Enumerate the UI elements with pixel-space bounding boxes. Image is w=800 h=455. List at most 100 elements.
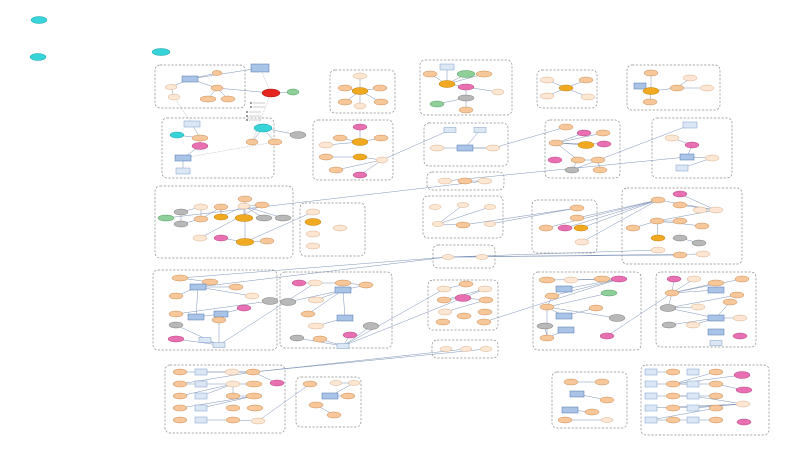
node-158 <box>307 296 325 304</box>
node-box-209 <box>709 340 723 346</box>
node-226 <box>172 404 188 412</box>
node-180 <box>593 275 611 283</box>
node-183 <box>544 292 560 300</box>
node-25 <box>457 94 475 102</box>
node-87 <box>173 220 189 228</box>
node-140 <box>228 283 244 291</box>
node-178 <box>538 276 556 284</box>
group-frame-6 <box>161 117 275 179</box>
node-104 <box>332 224 348 232</box>
node-197 <box>664 289 680 297</box>
node-102 <box>305 208 321 216</box>
edge-91 <box>462 207 578 226</box>
node-box-161 <box>336 314 354 322</box>
edge-112 <box>179 256 449 279</box>
node-175 <box>477 308 493 316</box>
node-168 <box>458 280 474 288</box>
node-24 <box>491 88 505 96</box>
node-134 <box>441 254 455 260</box>
node-box-60 <box>443 127 457 133</box>
edge-95 <box>564 199 659 229</box>
node-137 <box>201 278 219 286</box>
node-10 <box>286 88 300 96</box>
node-box-219 <box>194 380 208 388</box>
node-215 <box>224 368 240 376</box>
node-box-139 <box>189 283 207 291</box>
node-211 <box>459 346 473 352</box>
node-101 <box>237 195 253 203</box>
node-195 <box>707 279 725 287</box>
edge-147 <box>483 278 620 323</box>
node-119 <box>650 196 666 204</box>
node-46 <box>253 123 273 133</box>
node-106 <box>305 242 321 250</box>
node-131 <box>650 246 666 254</box>
node-248 <box>600 417 614 423</box>
node-109 <box>483 204 497 210</box>
edge-165 <box>671 278 743 294</box>
node-12 <box>337 84 353 92</box>
node-6 <box>220 95 236 103</box>
node-160 <box>307 322 325 330</box>
node-box-151 <box>212 342 226 348</box>
dashed-edge-5 <box>173 96 193 125</box>
node-69 <box>577 141 595 149</box>
node-230 <box>172 416 188 424</box>
node-174 <box>456 312 472 320</box>
node-179 <box>563 276 579 284</box>
edge-93 <box>576 199 659 219</box>
edge-83 <box>199 204 263 239</box>
node-188 <box>608 314 626 322</box>
node-box-156 <box>334 286 352 294</box>
edge-151 <box>563 278 620 290</box>
edge-89 <box>437 206 491 225</box>
node-116 <box>557 224 573 232</box>
node-239 <box>308 401 324 409</box>
node-box-245 <box>561 406 579 414</box>
node-box-81 <box>675 164 689 172</box>
node-165 <box>342 331 358 339</box>
node-187 <box>588 304 604 312</box>
group-frame-8 <box>423 122 509 167</box>
node-7 <box>167 93 181 101</box>
node-204 <box>732 314 748 322</box>
node-36 <box>669 84 685 92</box>
node-105 <box>305 230 321 238</box>
edge-133 <box>307 289 344 315</box>
node-2 <box>164 84 178 90</box>
key-bullet-4 <box>246 115 248 117</box>
node-28 <box>539 76 555 84</box>
node-149 <box>211 316 227 324</box>
node-224 <box>225 392 241 400</box>
node-box-191 <box>557 326 575 334</box>
node-box-203 <box>707 314 725 322</box>
edge-118 <box>175 300 271 315</box>
legend-node-2 <box>29 53 47 61</box>
node-141 <box>244 292 260 300</box>
group-frame-26 <box>551 371 628 429</box>
node-114 <box>569 214 585 222</box>
node-box-8 <box>250 63 270 73</box>
edge-51 <box>381 129 451 161</box>
node-108 <box>456 202 470 208</box>
node-box-1 <box>181 75 199 83</box>
node-247 <box>557 416 573 424</box>
node-202 <box>722 298 738 306</box>
node-31 <box>539 92 555 100</box>
edge-161 <box>606 292 673 337</box>
node-142 <box>261 297 279 305</box>
node-153 <box>307 279 323 287</box>
node-66 <box>576 129 592 137</box>
node-box-251 <box>686 368 700 376</box>
node-122 <box>692 206 708 214</box>
edge-205 <box>672 374 743 385</box>
node-253 <box>733 371 751 379</box>
node-15 <box>337 98 353 106</box>
node-box-40 <box>183 120 201 128</box>
node-100 <box>259 237 275 245</box>
node-103 <box>304 218 322 226</box>
node-box-223 <box>194 392 208 400</box>
node-35 <box>642 87 660 95</box>
node-263 <box>735 400 751 408</box>
edge-154 <box>546 292 610 308</box>
